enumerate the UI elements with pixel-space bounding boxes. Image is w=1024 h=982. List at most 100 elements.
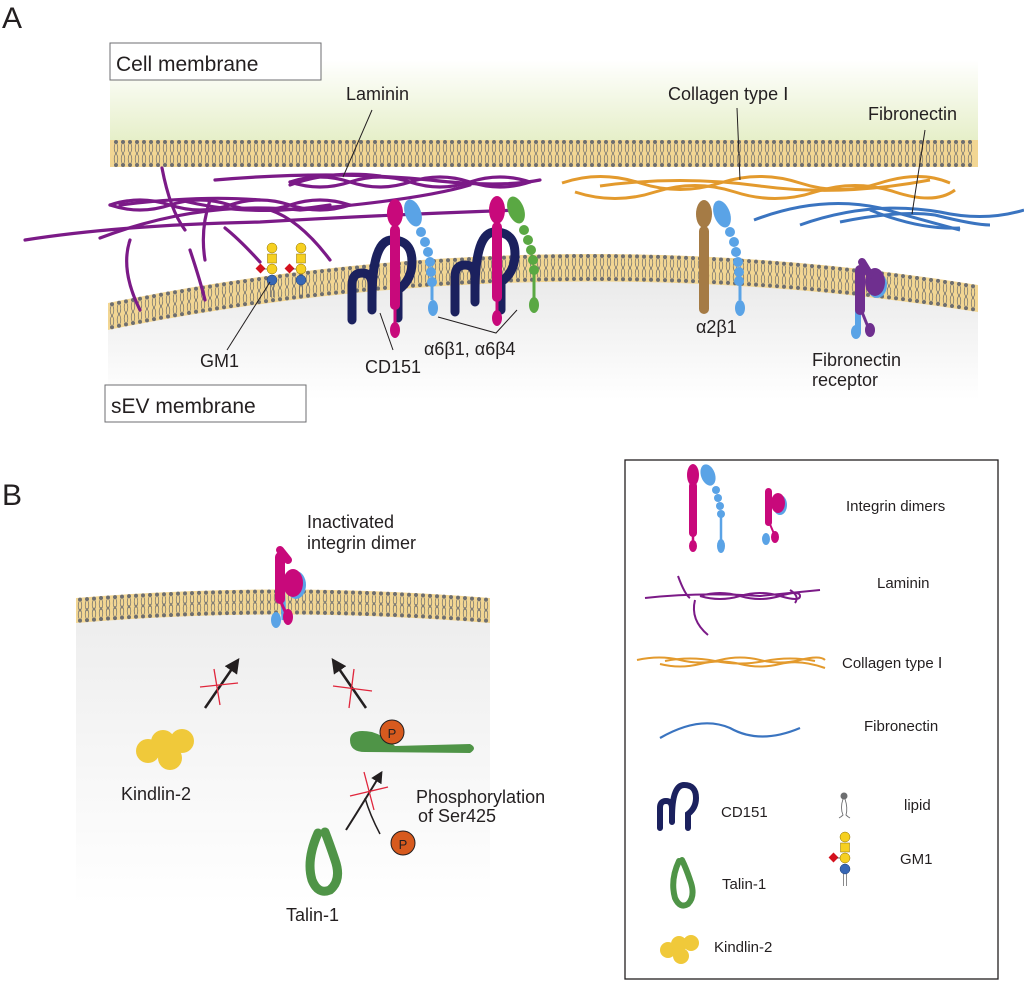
lipid-head [435, 615, 439, 620]
lipid-head [870, 163, 874, 167]
lipid-head [821, 140, 825, 144]
lipid-head [418, 283, 422, 288]
lipid-head [940, 140, 944, 144]
lipid-head [162, 592, 166, 597]
cd151-label-group: CD151 [365, 312, 421, 377]
lipid-head [828, 140, 832, 144]
fibronectin-label-group: Fibronectin [868, 104, 957, 215]
lipid-head [373, 163, 377, 167]
lipid-head [863, 140, 867, 144]
lipid-head [775, 261, 779, 266]
lipid-head [565, 277, 569, 282]
lipid-head [838, 266, 842, 271]
lipid-head [457, 140, 461, 144]
lipid-head [205, 140, 209, 144]
lipid-head [761, 260, 765, 265]
lipid-head [621, 254, 625, 259]
lipid-head [450, 140, 454, 144]
lipid-head [971, 284, 975, 289]
lipid-head [278, 297, 282, 302]
lipid-head [439, 258, 443, 263]
lipid-head [422, 140, 426, 144]
lipid-head [99, 596, 103, 601]
lipid-head [940, 163, 944, 167]
lipid-head [922, 299, 926, 304]
lipid-head [667, 140, 671, 144]
lipid-head [407, 592, 411, 597]
lipid-head [243, 302, 247, 307]
lipid-head [793, 163, 797, 167]
lipid-head [422, 163, 426, 167]
gm1-label: GM1 [200, 351, 239, 371]
lipid-head [373, 140, 377, 144]
lipid-head [737, 140, 741, 144]
lipid-head [761, 283, 765, 288]
lipid-head [488, 279, 492, 284]
lipid-head [145, 318, 149, 323]
lipid-head [484, 618, 488, 623]
lipid-head [674, 163, 678, 167]
lipid-head [225, 590, 229, 595]
lipid-head [849, 163, 853, 167]
lipid-head [660, 140, 664, 144]
lipid-head [113, 616, 117, 621]
fn-receptor-label-line2: receptor [812, 370, 878, 390]
lipid-head [471, 140, 475, 144]
lipid-head [597, 163, 601, 167]
phospho-label-line2: of Ser425 [418, 806, 496, 826]
lipid-head [446, 258, 450, 263]
lipid-head [632, 140, 636, 144]
lipid-head [863, 163, 867, 167]
lipid-head [800, 163, 804, 167]
lipid-head [233, 140, 237, 144]
lipid-head [607, 277, 611, 282]
lipid-head [197, 590, 201, 595]
lipid-head [884, 140, 888, 144]
lipid-head [113, 595, 117, 600]
sev-membrane-label-box: sEV membrane [104, 384, 307, 423]
lipid-head [148, 613, 152, 618]
lipid-head [204, 590, 208, 595]
lipid-head [152, 294, 156, 299]
lipid-head [190, 591, 194, 596]
lipid-head [936, 301, 940, 306]
lipid-head [320, 292, 324, 297]
lipid-head [260, 610, 264, 615]
lipid-head [758, 140, 762, 144]
a2b1-label: α2β1 [696, 317, 737, 337]
lipid-head [765, 163, 769, 167]
lipid-head [393, 613, 397, 618]
lipid-head [316, 610, 320, 615]
lipid-head [155, 613, 159, 618]
lipid-head [670, 278, 674, 283]
legend-label-integrin-dimers: Integrin dimers [846, 498, 945, 515]
lipid-head [247, 163, 251, 167]
lipid-head [828, 163, 832, 167]
lipid-head [586, 276, 590, 281]
lipid-head [835, 140, 839, 144]
lipid-head [926, 140, 930, 144]
lipid-head [204, 611, 208, 616]
lipid-head [520, 163, 524, 167]
lipid-head [344, 611, 348, 616]
lipid-head [915, 276, 919, 281]
lipid-head [222, 282, 226, 287]
lipid-head [702, 140, 706, 144]
lipid-head [674, 140, 678, 144]
lipid-head [520, 140, 524, 144]
lipid-head [296, 140, 300, 144]
lipid-head [310, 163, 314, 167]
lipid-head [324, 140, 328, 144]
lipid-head [239, 610, 243, 615]
lipid-head [919, 140, 923, 144]
lipid-head [456, 595, 460, 600]
lipid-head [271, 298, 275, 303]
laminin-leader-line [342, 109, 373, 178]
lipid-head [240, 163, 244, 167]
lipid-head [625, 163, 629, 167]
lipid-head [198, 163, 202, 167]
lipid-head [275, 163, 279, 167]
lipid-head [226, 163, 230, 167]
lipid-head [442, 594, 446, 599]
